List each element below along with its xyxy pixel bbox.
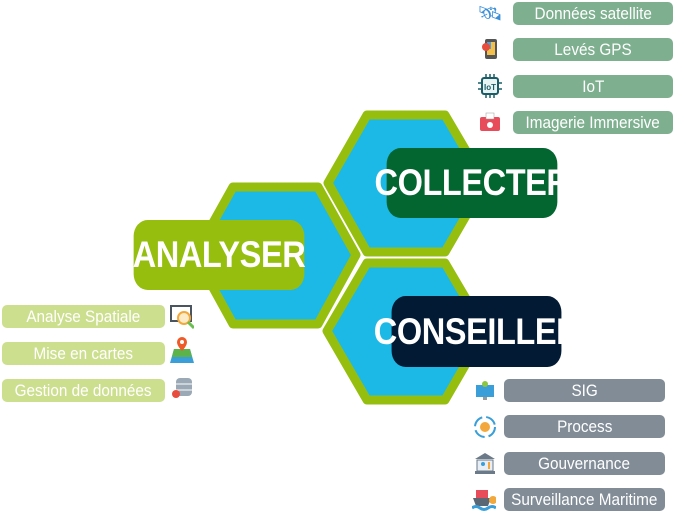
- advise-item[interactable]: Gouvernance: [504, 452, 665, 475]
- analyse-item[interactable]: Gestion de données: [2, 379, 165, 402]
- analyser-label[interactable]: ANALYSER: [133, 220, 306, 290]
- collect-item[interactable]: Imagerie Immersive: [513, 111, 673, 134]
- conseiller-label[interactable]: CONSEILLER: [374, 296, 580, 367]
- collect-item-label: Levés GPS: [554, 39, 632, 59]
- advise-item-label: SIG: [571, 380, 598, 400]
- advise-item-label: Surveillance Maritime: [511, 489, 658, 509]
- collect-item-label: Données satellite: [534, 3, 652, 23]
- analytics-magnifier-icon: [170, 305, 194, 330]
- analyse-item-label: Mise en cartes: [33, 343, 134, 363]
- database-icon: [170, 377, 194, 401]
- advise-item-label: Process: [556, 416, 613, 436]
- collecter-label[interactable]: COLLECTER: [374, 148, 570, 218]
- map-pin-icon: [168, 335, 196, 365]
- advise-item[interactable]: SIG: [504, 379, 665, 402]
- advise-item[interactable]: Surveillance Maritime: [504, 488, 665, 511]
- analyse-item[interactable]: Mise en cartes: [2, 342, 165, 365]
- collect-item[interactable]: IoT: [513, 75, 673, 98]
- collect-item[interactable]: Données satellite: [513, 2, 673, 25]
- analyse-item-label: Analyse Spatiale: [26, 306, 141, 326]
- governance-building-icon: [473, 451, 497, 475]
- satellite-icon: 🛰: [477, 2, 503, 25]
- advise-item-label: Gouvernance: [538, 453, 631, 473]
- ship-icon: [472, 487, 496, 511]
- 360-camera-icon: [478, 110, 502, 134]
- advise-item[interactable]: Process: [504, 415, 665, 438]
- gps-phone-icon: [478, 37, 502, 61]
- gis-monitor-icon: [473, 379, 497, 403]
- collect-item-label: Imagerie Immersive: [525, 112, 661, 132]
- process-gear-icon: [473, 415, 497, 439]
- analyse-item-label: Gestion de données: [15, 380, 152, 400]
- svg-text:IoT: IoT: [484, 83, 496, 92]
- collect-item[interactable]: Levés GPS: [513, 38, 673, 61]
- collect-item-label: IoT: [581, 76, 605, 96]
- iot-chip-icon: IoT: [478, 74, 502, 98]
- analyse-item[interactable]: Analyse Spatiale: [2, 305, 165, 328]
